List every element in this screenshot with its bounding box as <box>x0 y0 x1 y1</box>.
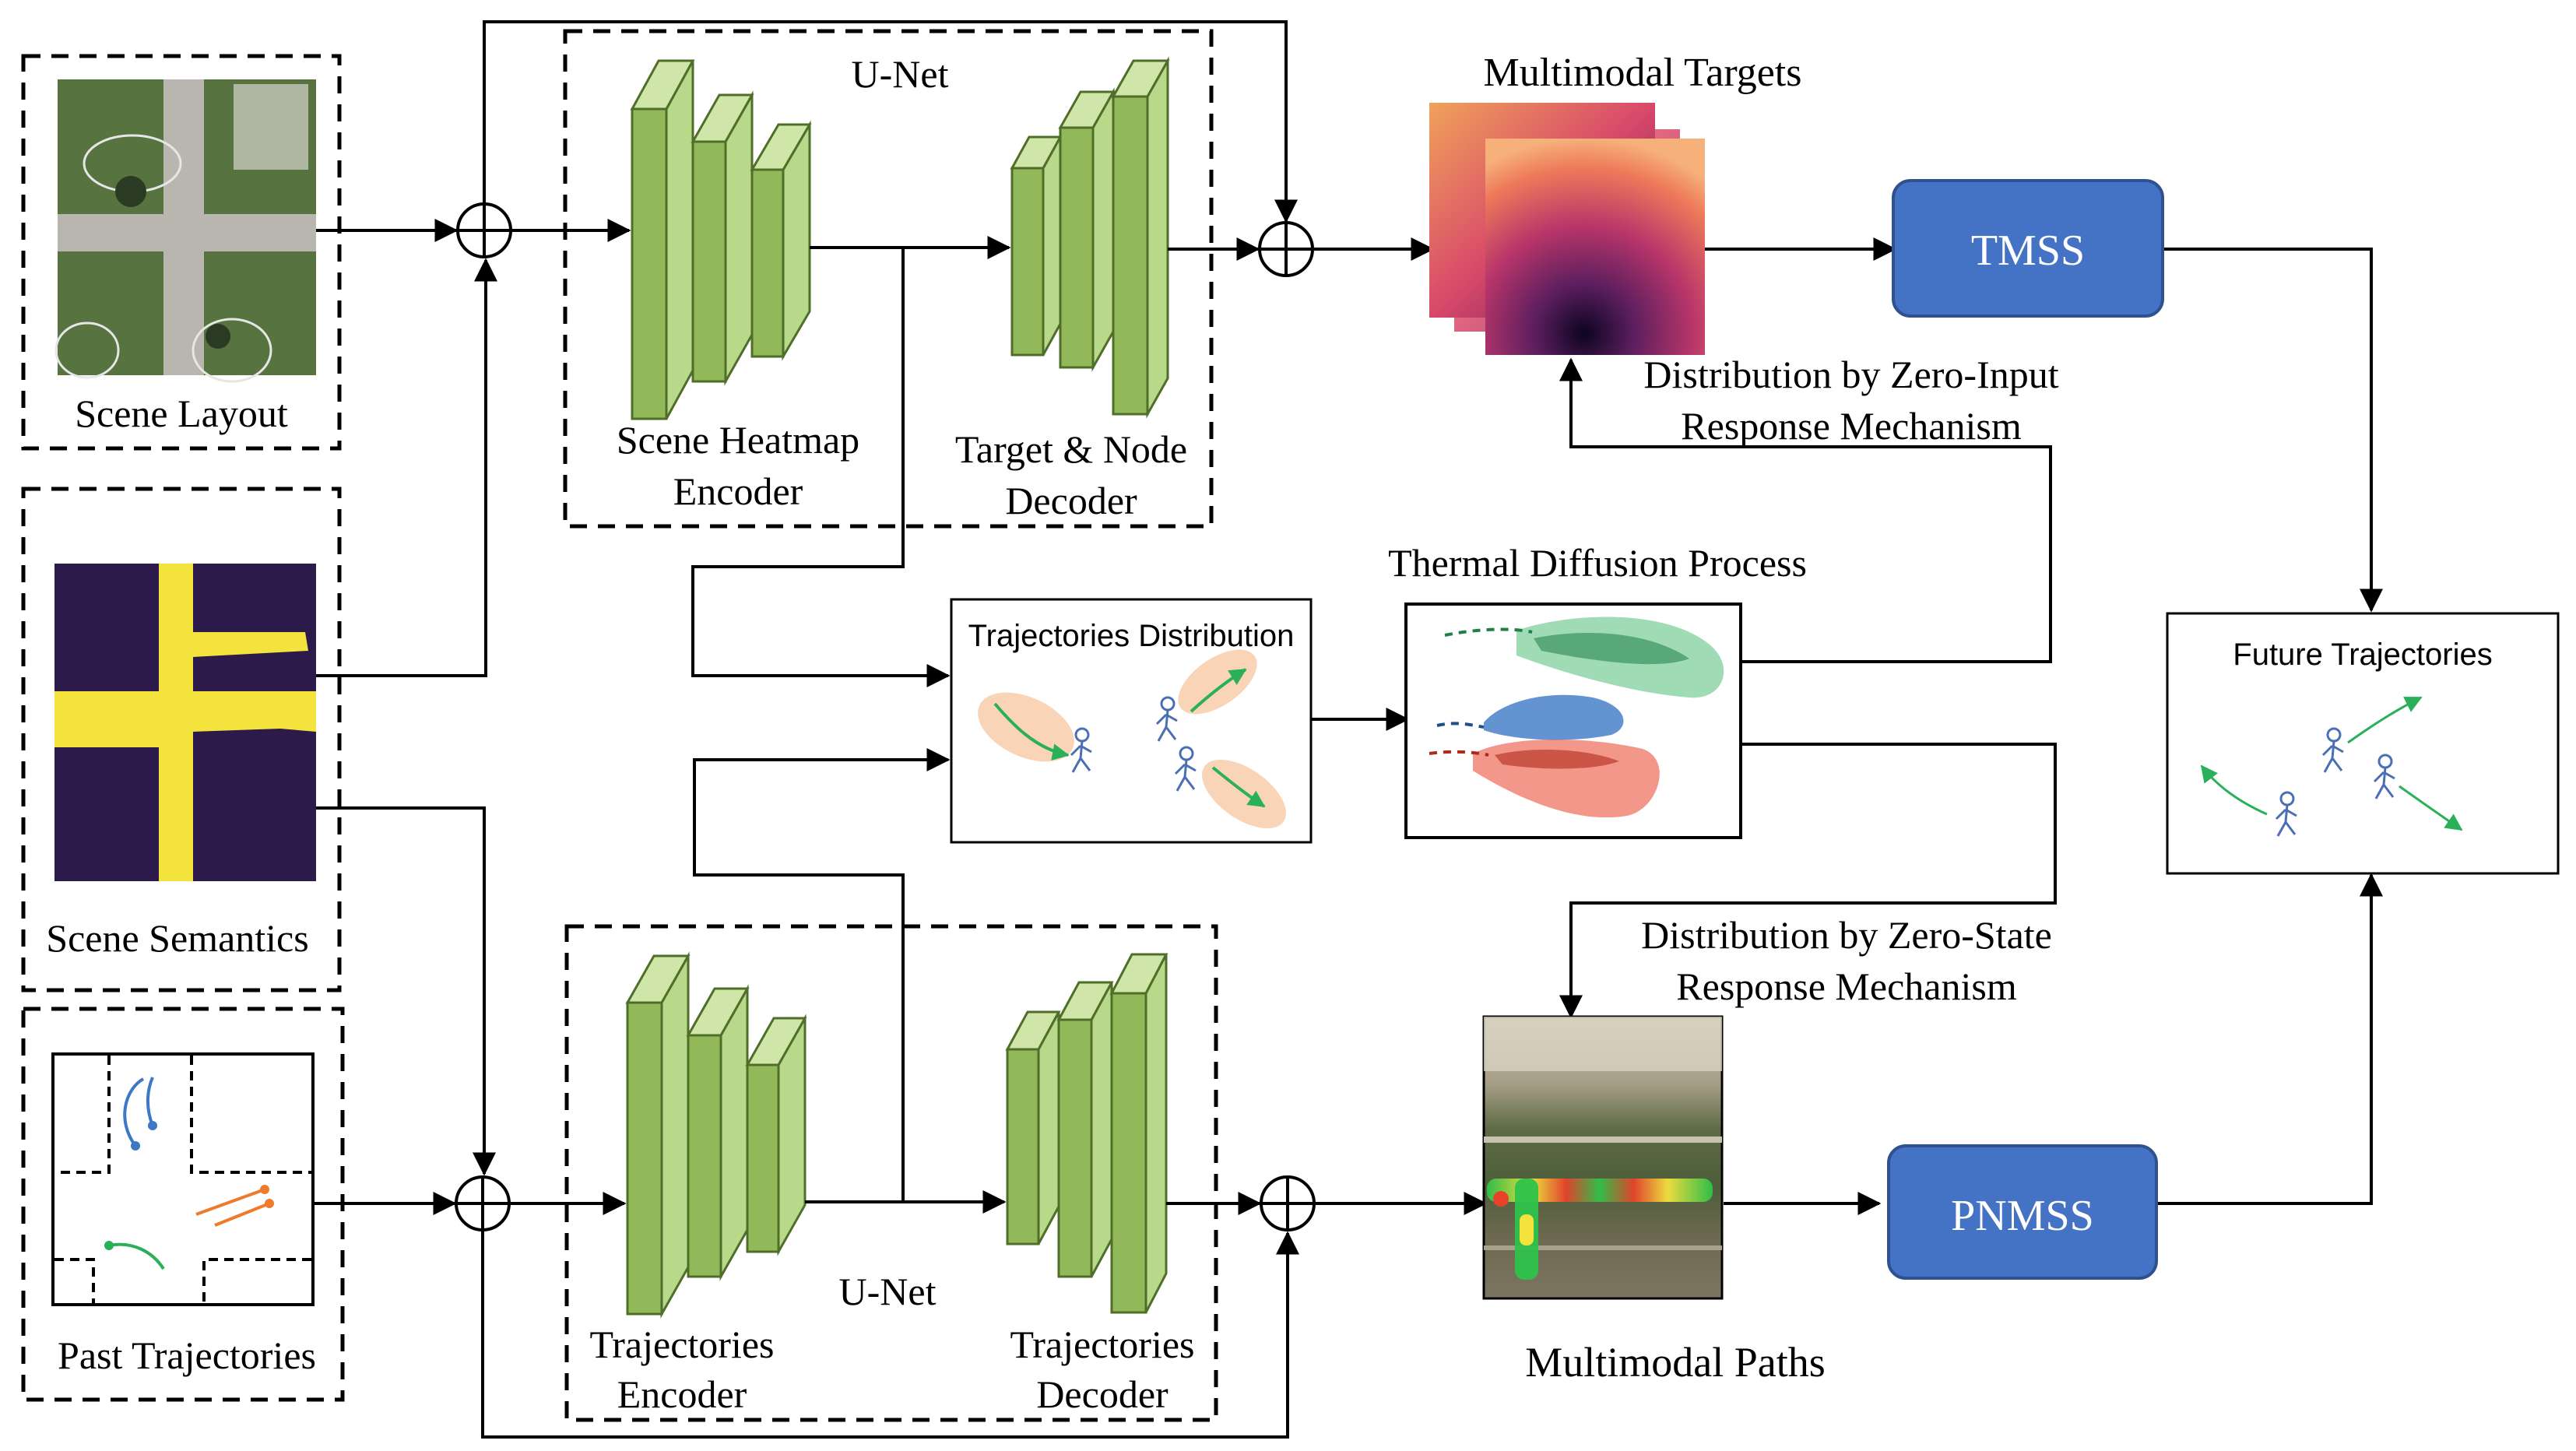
multimodal-paths-title: Multimodal Paths <box>1525 1339 1826 1386</box>
thermal-diffusion-title: Thermal Diffusion Process <box>1388 541 1807 585</box>
pedestrian-icon <box>1174 746 1197 792</box>
scene-semantics-label: Scene Semantics <box>46 916 308 960</box>
pedestrian-icon <box>2321 727 2344 773</box>
unet-top-frame <box>563 29 1214 529</box>
past-trajectories-image <box>51 1052 315 1306</box>
target-node-decoder-label-1: Target & Node <box>955 427 1187 471</box>
sum-operator-icon <box>1260 1175 1316 1231</box>
zero-state-label-2: Response Mechanism <box>1676 964 2017 1008</box>
svg-text:PNMSS: PNMSS <box>1951 1192 2094 1240</box>
thermal-diffusion-panel <box>1404 603 1742 839</box>
multimodal-targets-title: Multimodal Targets <box>1484 51 1802 95</box>
trajectories-encoder-blocks <box>625 951 807 1319</box>
scene-layout-panel <box>21 54 342 451</box>
trajectories-decoder-blocks <box>1005 953 1169 1314</box>
zero-state-label-1: Distribution by Zero-State <box>1641 913 2052 957</box>
target-node-decoder-label-2: Decoder <box>1005 479 1137 522</box>
svg-text:Trajectories Distribution: Trajectories Distribution <box>968 619 1295 653</box>
pedestrian-icon <box>1155 696 1178 742</box>
zero-input-label-1: Distribution by Zero-Input <box>1643 353 2058 396</box>
sum-operator-icon <box>456 202 512 258</box>
trajectories-distribution-panel: Trajectories Distribution <box>950 598 1313 844</box>
scene-heatmap-encoder-label-1: Scene Heatmap <box>617 418 859 462</box>
pnmss-box: PNMSS <box>1887 1144 2158 1280</box>
svg-text:TMSS: TMSS <box>1971 227 2085 275</box>
scene-semantics-image <box>54 564 316 881</box>
scene-semantics-panel <box>21 487 342 993</box>
pedestrian-icon <box>1070 727 1092 773</box>
tmss-box: TMSS <box>1892 179 2164 318</box>
scene-heatmap-encoder-label-2: Encoder <box>673 469 803 513</box>
trajectories-encoder-label-1: Trajectories <box>590 1323 775 1366</box>
zero-input-label-2: Response Mechanism <box>1681 404 2022 448</box>
unet-bottom-label: U-Net <box>839 1270 937 1313</box>
scene-layout-label: Scene Layout <box>75 392 288 435</box>
multimodal-targets-heatmaps <box>1429 103 1705 355</box>
scene-heatmap-encoder-blocks <box>630 59 812 420</box>
unet-bottom-frame <box>564 924 1218 1422</box>
target-node-decoder-blocks <box>1010 56 1170 419</box>
multimodal-paths-image <box>1482 1015 1724 1300</box>
pedestrian-icon <box>2275 791 2297 837</box>
sum-operator-icon <box>455 1175 511 1231</box>
unet-top-label: U-Net <box>852 52 949 96</box>
sum-operator-icon <box>1258 221 1314 277</box>
trajectories-decoder-label-1: Trajectories <box>1010 1323 1195 1366</box>
scene-layout-image <box>54 79 316 383</box>
connector-lines <box>313 20 2383 1439</box>
svg-text:Future Trajectories: Future Trajectories <box>2233 638 2492 672</box>
future-trajectories-panel: Future Trajectories <box>2166 612 2560 875</box>
trajectories-decoder-label-2: Decoder <box>1036 1372 1169 1416</box>
trajectories-encoder-label-2: Encoder <box>617 1372 747 1416</box>
pedestrian-icon <box>2373 754 2395 799</box>
past-trajectories-label: Past Trajectories <box>58 1333 316 1377</box>
